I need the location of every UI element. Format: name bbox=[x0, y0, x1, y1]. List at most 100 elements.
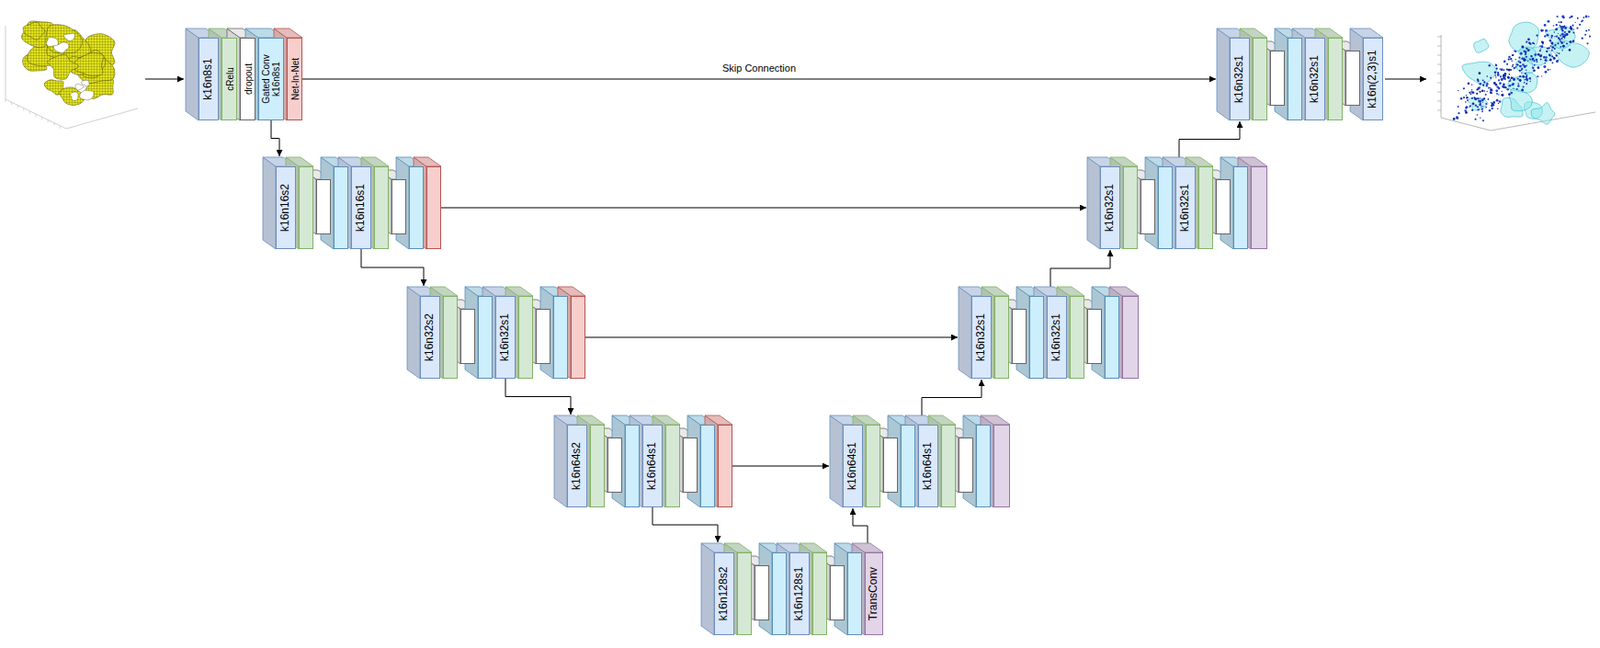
velocity-point bbox=[1543, 56, 1546, 59]
velocity-point bbox=[1496, 99, 1499, 103]
axis-tick bbox=[1437, 91, 1442, 93]
gated-conv-layer-front bbox=[848, 553, 863, 636]
velocity-point bbox=[1503, 85, 1506, 88]
velocity-point bbox=[1471, 84, 1473, 86]
gated-conv-layer-front bbox=[976, 425, 991, 508]
gated-conv-layer-front bbox=[478, 296, 493, 379]
pore-surface bbox=[1531, 102, 1555, 125]
velocity-point bbox=[1575, 22, 1577, 23]
dropout-layer-front bbox=[1346, 51, 1361, 106]
gated-conv-layer-front bbox=[409, 167, 424, 250]
velocity-point bbox=[1560, 26, 1563, 29]
voxel-hole bbox=[79, 90, 94, 100]
dropout-layer-front bbox=[392, 180, 407, 235]
velocity-point bbox=[1502, 74, 1506, 78]
velocity-point bbox=[1565, 42, 1568, 45]
velocity-point bbox=[1487, 98, 1490, 101]
velocity-point bbox=[1479, 100, 1483, 103]
velocity-point bbox=[1465, 105, 1469, 109]
velocity-point bbox=[1570, 27, 1574, 31]
slab-side-face bbox=[407, 286, 420, 379]
velocity-point bbox=[1497, 102, 1500, 105]
voxel-cluster bbox=[47, 54, 80, 80]
voxel-hole bbox=[75, 83, 85, 91]
velocity-point bbox=[1476, 106, 1479, 109]
velocity-point bbox=[1535, 60, 1538, 63]
velocity-point bbox=[1483, 90, 1486, 92]
velocity-point bbox=[1489, 88, 1493, 91]
velocity-point bbox=[1525, 47, 1528, 50]
layer-label: k16n128s1 bbox=[793, 567, 806, 622]
pore-surface bbox=[1545, 26, 1576, 49]
velocity-point bbox=[1582, 16, 1585, 19]
velocity-point bbox=[1545, 34, 1549, 37]
velocity-point bbox=[1505, 87, 1508, 90]
velocity-point bbox=[1469, 104, 1472, 107]
velocity-point bbox=[1480, 105, 1482, 107]
velocity-point bbox=[1522, 58, 1526, 62]
velocity-point bbox=[1509, 79, 1511, 80]
velocity-point bbox=[1551, 56, 1554, 58]
velocity-point bbox=[1511, 82, 1515, 86]
velocity-point bbox=[1457, 105, 1460, 108]
edge-label: Skip Connection bbox=[719, 61, 799, 75]
velocity-point bbox=[1509, 57, 1512, 60]
velocity-point bbox=[1475, 118, 1477, 121]
transconv-layer-front bbox=[1251, 167, 1268, 250]
conv-layer: k16n128s1 bbox=[789, 552, 810, 636]
layer-label: k16n64s1 bbox=[646, 442, 659, 490]
transconv-layer-front bbox=[1123, 296, 1139, 379]
velocity-point bbox=[1550, 36, 1553, 39]
slab-top-face bbox=[704, 415, 733, 425]
velocity-point bbox=[1482, 79, 1485, 81]
slab-side-face bbox=[1087, 157, 1101, 250]
layer-label: k16n32s1 bbox=[975, 313, 988, 362]
slab-top-face bbox=[1315, 28, 1343, 38]
gated-conv-layer-front bbox=[334, 167, 349, 250]
velocity-point bbox=[1546, 20, 1550, 23]
velocity-point bbox=[1559, 34, 1561, 36]
voxel-hole bbox=[45, 36, 58, 46]
dropout-layer: dropout bbox=[239, 37, 256, 121]
velocity-point bbox=[1554, 54, 1557, 57]
velocity-point bbox=[1533, 64, 1536, 67]
velocity-point bbox=[1539, 49, 1542, 52]
dropout-layer-front bbox=[884, 438, 898, 493]
layer-label: k16n64s1 bbox=[921, 442, 934, 490]
velocity-point bbox=[1564, 33, 1567, 36]
velocity-point bbox=[1508, 68, 1511, 72]
crelu-layer-front bbox=[813, 553, 828, 636]
layer-label: k16n32s1 bbox=[1050, 313, 1063, 362]
velocity-point bbox=[1588, 29, 1590, 32]
slab-top-face bbox=[799, 543, 828, 553]
velocity-point bbox=[1475, 103, 1477, 106]
velocity-point bbox=[1531, 59, 1533, 61]
velocity-point bbox=[1552, 43, 1554, 45]
velocity-point bbox=[1497, 107, 1499, 110]
velocity-point bbox=[1556, 52, 1558, 54]
voxel-cluster bbox=[45, 24, 83, 54]
slab-top-face bbox=[413, 157, 442, 167]
velocity-point bbox=[1523, 65, 1527, 69]
velocity-point bbox=[1516, 63, 1519, 66]
velocity-point bbox=[1481, 108, 1484, 111]
dropout-layer-front bbox=[536, 309, 551, 364]
gated-conv-layer-front bbox=[1030, 296, 1044, 379]
velocity-point bbox=[1471, 109, 1474, 112]
velocity-point bbox=[1541, 29, 1544, 32]
layer-label: k16n32s1 bbox=[499, 313, 511, 362]
velocity-point bbox=[1543, 29, 1544, 31]
velocity-point bbox=[1471, 91, 1474, 94]
velocity-point bbox=[1510, 76, 1514, 80]
conv-layer: k16n16s1 bbox=[351, 166, 372, 250]
velocity-point bbox=[1508, 92, 1511, 96]
velocity-point bbox=[1543, 34, 1546, 37]
crelu-layer-front bbox=[1070, 296, 1085, 379]
velocity-point bbox=[1553, 24, 1555, 27]
velocity-point bbox=[1463, 87, 1465, 90]
dropout-layer-front bbox=[1270, 51, 1285, 106]
velocity-point bbox=[1452, 117, 1456, 121]
velocity-point bbox=[1531, 42, 1534, 45]
crelu-layer-front bbox=[1123, 167, 1138, 250]
conv-layer: k16n16s2 bbox=[275, 166, 296, 250]
